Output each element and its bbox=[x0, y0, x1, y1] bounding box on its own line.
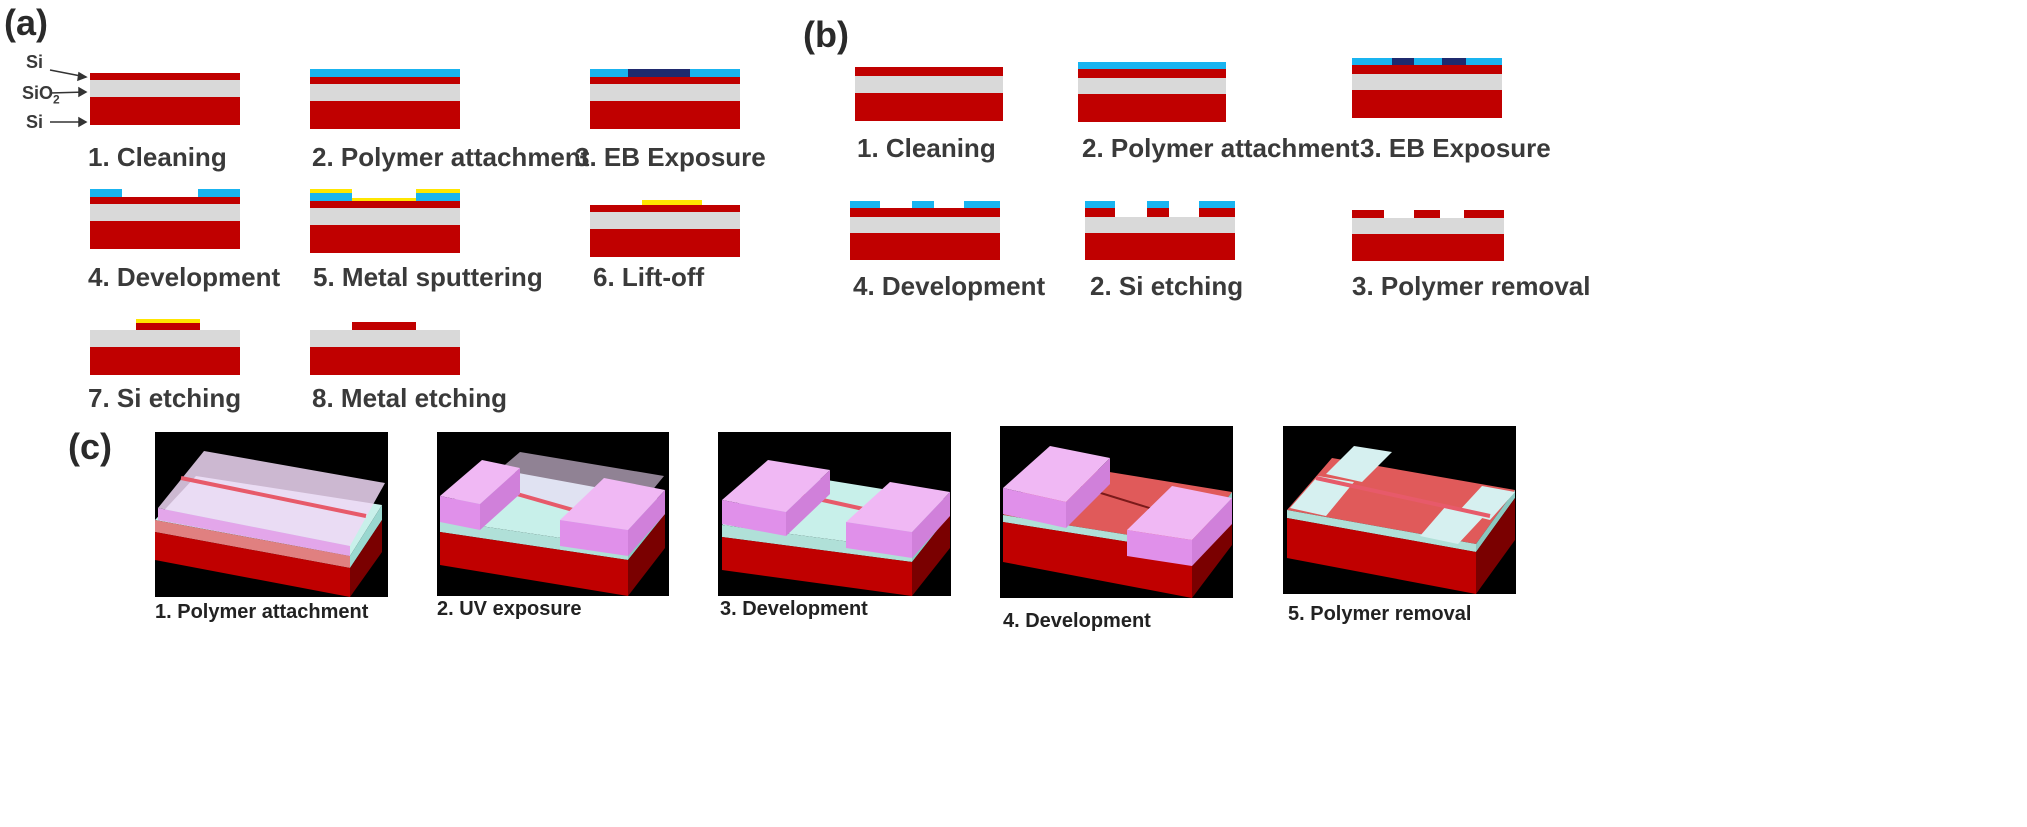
layer-label-sio2: SiO2 bbox=[22, 83, 60, 107]
b-step3-polymer-removal-cross-section bbox=[1352, 210, 1504, 261]
a-step7-si-etching-cross-section bbox=[90, 319, 240, 375]
c-step-label-5: 5. Polymer removal bbox=[1288, 603, 1472, 625]
a-step5-metal-sputtering-cross-section bbox=[310, 189, 460, 253]
c-step1-polymer-attachment-render bbox=[155, 432, 388, 597]
a-step1-cleaning-cross-section bbox=[90, 73, 240, 125]
c-step-label-3: 3. Development bbox=[720, 598, 868, 620]
b-step-label-4: 4. Development bbox=[853, 271, 1046, 301]
panel-label-a: (a) bbox=[4, 2, 48, 43]
b-step-label-3: 3. EB Exposure bbox=[1360, 133, 1551, 163]
a-step-label-8: 8. Metal etching bbox=[312, 383, 508, 413]
b-step-label-2: 2. Polymer attachment bbox=[1082, 133, 1360, 163]
b-step2-polymer-attachment-cross-section bbox=[1078, 62, 1226, 122]
a-step-label-7: 7. Si etching bbox=[88, 383, 242, 413]
a-step-label-2: 2. Polymer attachment bbox=[312, 142, 590, 172]
a-step4-development-cross-section bbox=[90, 189, 240, 249]
b-step4-development-cross-section bbox=[850, 201, 1000, 260]
panel-label-c: (c) bbox=[68, 426, 112, 467]
a-step-label-1: 1. Cleaning bbox=[88, 142, 227, 172]
c-step-label-2: 2. UV exposure bbox=[437, 598, 582, 620]
layer-label-si-bottom: Si bbox=[26, 112, 44, 132]
c-step5-polymer-removal-render bbox=[1283, 426, 1516, 594]
c-step4-development-render bbox=[1000, 426, 1233, 598]
c-step2-uv-exposure-render bbox=[437, 432, 669, 596]
a-step-label-6: 6. Lift-off bbox=[593, 262, 705, 292]
a-step-label-5: 5. Metal sputtering bbox=[313, 262, 543, 292]
b-step3-eb-exposure-cross-section bbox=[1352, 58, 1502, 118]
c-step-label-4: 4. Development bbox=[1003, 610, 1151, 632]
c-step-label-1: 1. Polymer attachment bbox=[155, 601, 369, 623]
a-step-label-3: 3. EB Exposure bbox=[575, 142, 766, 172]
c-step3-development-render bbox=[718, 432, 951, 596]
a-step6-lift-off-cross-section bbox=[590, 200, 740, 257]
b-step2-si-etching-cross-section bbox=[1085, 201, 1235, 260]
panel-label-b: (b) bbox=[803, 14, 849, 55]
layer-label-si-top: Si bbox=[26, 52, 44, 72]
a-step-label-4: 4. Development bbox=[88, 262, 281, 292]
a-step8-metal-etching-cross-section bbox=[310, 322, 460, 375]
layer-arrows bbox=[49, 69, 88, 128]
a-step2-polymer-attachment-cross-section bbox=[310, 69, 460, 129]
a-step3-eb-exposure-cross-section bbox=[590, 69, 740, 129]
b-step1-cleaning-cross-section bbox=[855, 67, 1003, 121]
b-step-label-6: 3. Polymer removal bbox=[1352, 271, 1591, 301]
b-step-label-5: 2. Si etching bbox=[1090, 271, 1244, 301]
b-step-label-1: 1. Cleaning bbox=[857, 133, 996, 163]
